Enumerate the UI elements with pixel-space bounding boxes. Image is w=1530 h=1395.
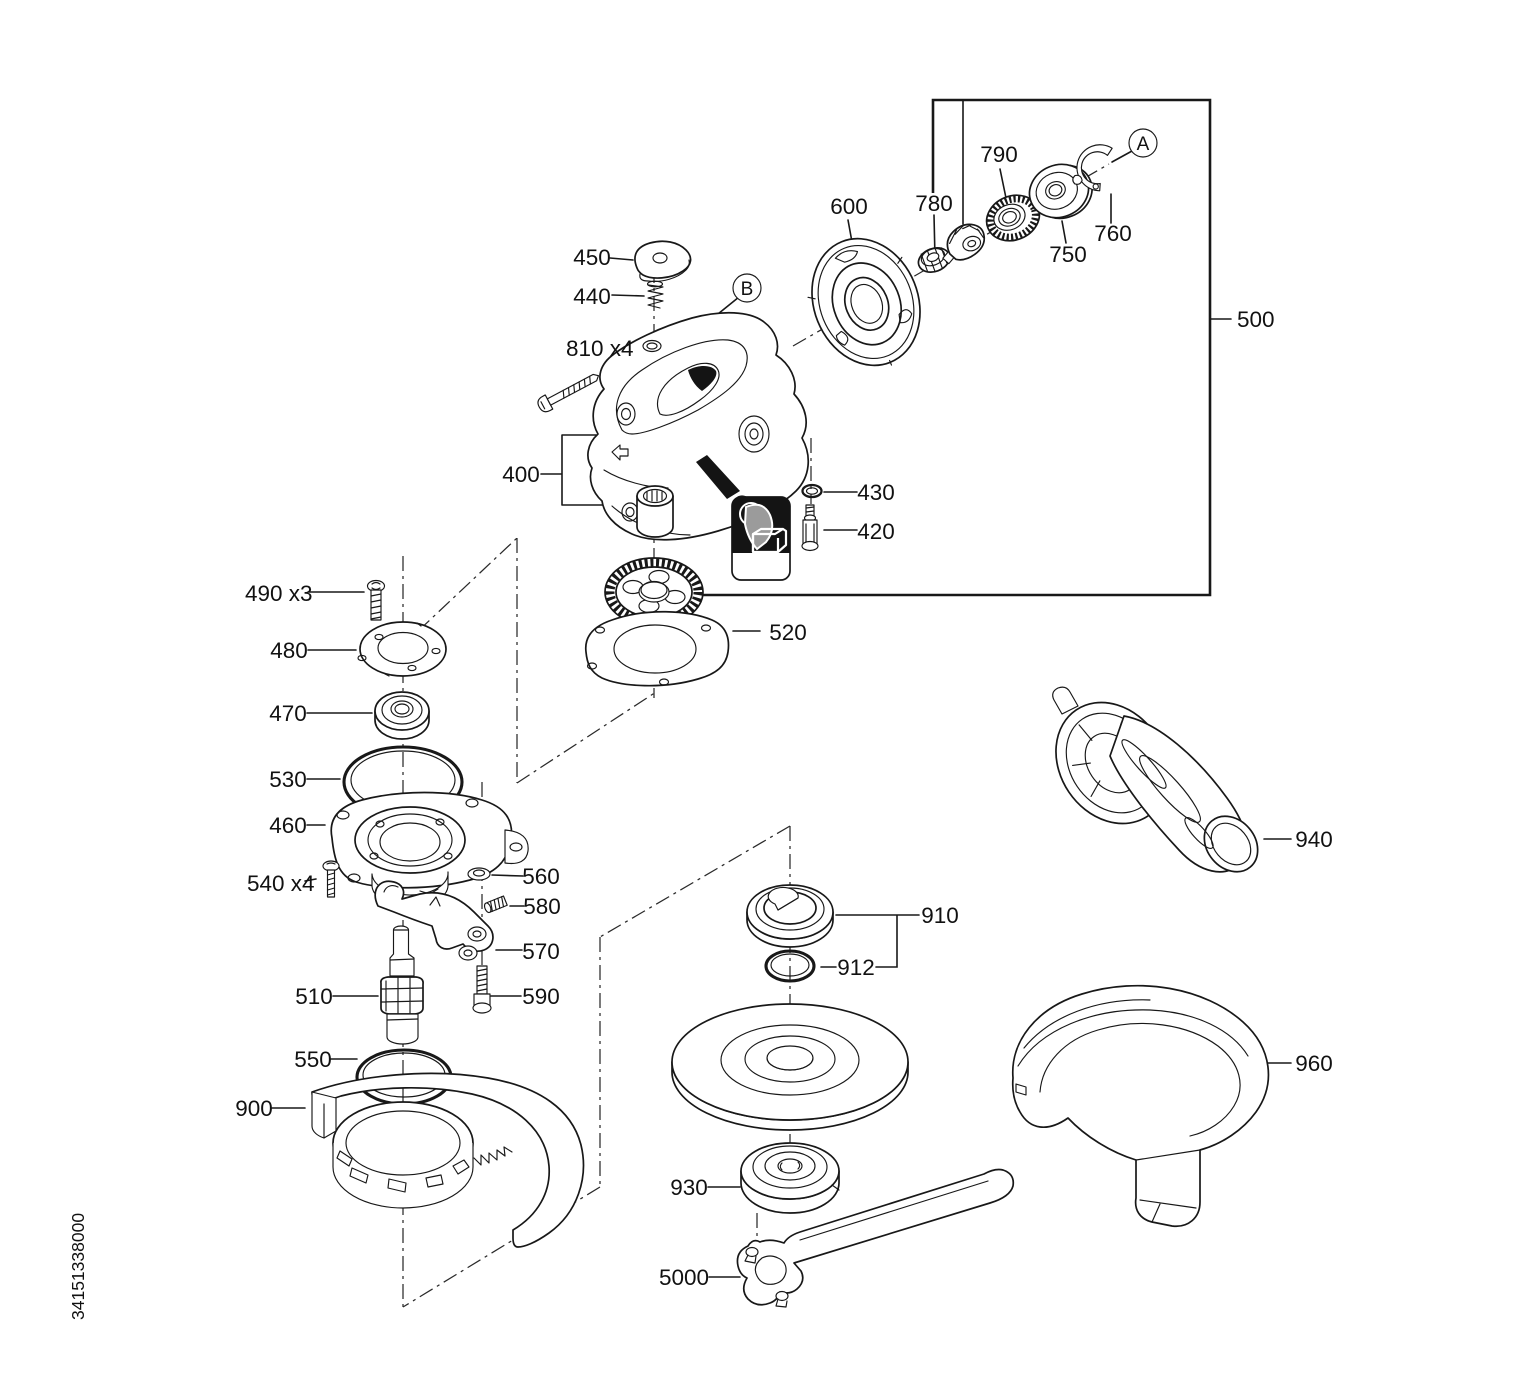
o-ring-small xyxy=(801,483,823,499)
grinding-wheel xyxy=(671,1003,909,1131)
part-label-760: 760 xyxy=(1094,221,1132,246)
lever-bolt xyxy=(472,965,492,1014)
part-label-420: 420 xyxy=(857,519,895,544)
lock-pin xyxy=(801,504,819,552)
part-label-570: 570 xyxy=(522,939,560,964)
part-label-490: 490 x3 xyxy=(245,581,313,606)
cutting-guard xyxy=(1011,984,1270,1228)
spindle-bearing xyxy=(374,691,430,740)
inner-flange xyxy=(746,884,834,948)
crown-gear xyxy=(604,557,704,627)
part-label-460: 460 xyxy=(269,813,307,838)
pin-spanner-wrench xyxy=(736,1168,1015,1308)
part-label-540: 540 x4 xyxy=(247,871,315,896)
part-label-470: 470 xyxy=(269,701,307,726)
part-label-940: 940 xyxy=(1295,827,1333,852)
document-code: 34151338000 xyxy=(68,1213,88,1320)
part-label-930: 930 xyxy=(670,1175,708,1200)
callout-B: B xyxy=(732,273,762,303)
grease-tube-icon xyxy=(739,502,788,554)
part-label-810: 810 x4 xyxy=(566,336,634,361)
part-label-550: 550 xyxy=(294,1047,332,1072)
ring-gear xyxy=(985,194,1041,242)
housing-screw xyxy=(537,373,600,413)
washer xyxy=(467,867,491,881)
bearing-retainer-plate xyxy=(357,621,447,677)
part-label-790: 790 xyxy=(980,142,1018,167)
gear-housing xyxy=(587,311,810,541)
needle-bushing xyxy=(636,485,674,538)
part-label-560: 560 xyxy=(522,864,560,889)
side-handle xyxy=(1052,686,1259,873)
callout-b-letter: B xyxy=(741,279,754,300)
grub-screw xyxy=(483,895,508,914)
bearing-plate-screw xyxy=(366,579,386,621)
callout-a-letter: A xyxy=(1137,134,1150,155)
gasket xyxy=(584,610,730,687)
o-ring-flange xyxy=(764,949,816,983)
spindle xyxy=(380,925,424,1045)
clamping-nut xyxy=(740,1142,840,1214)
part-label-910: 910 xyxy=(921,903,959,928)
part-label-400: 400 xyxy=(502,462,540,487)
air-baffle-disc xyxy=(807,237,921,367)
callout-A: A xyxy=(1128,128,1158,158)
grease-arrow-icon xyxy=(696,455,740,499)
part-label-750: 750 xyxy=(1049,242,1087,267)
wheel-guard xyxy=(311,1072,585,1248)
part-label-530: 530 xyxy=(269,767,307,792)
rotation-arrow-glyph xyxy=(611,444,629,461)
flange-screw xyxy=(322,860,340,898)
snap-ring xyxy=(1072,144,1113,192)
compression-spring xyxy=(646,280,664,309)
bearing-flange xyxy=(330,791,529,908)
clamp-lever xyxy=(374,880,494,961)
part-label-430: 430 xyxy=(857,480,895,505)
part-label-520: 520 xyxy=(769,620,807,645)
part-label-780: 780 xyxy=(915,191,953,216)
part-label-440: 440 xyxy=(573,284,611,309)
part-label-600: 600 xyxy=(830,194,868,219)
part-label-580: 580 xyxy=(523,894,561,919)
part-label-480: 480 xyxy=(270,638,308,663)
part-label-590: 590 xyxy=(522,984,560,1009)
part-label-5000: 5000 xyxy=(659,1265,709,1290)
part-label-510: 510 xyxy=(295,984,333,1009)
part-label-900: 900 xyxy=(235,1096,273,1121)
grease-note xyxy=(696,455,791,581)
part-label-500: 500 xyxy=(1237,307,1275,332)
part-label-960: 960 xyxy=(1295,1051,1333,1076)
part-label-450: 450 xyxy=(573,245,611,270)
bevel-pinion xyxy=(942,223,986,265)
labels: 450 440 810 x4 400 600 780 790 750 760 5… xyxy=(235,142,1333,1290)
part-label-912: 912 xyxy=(837,955,875,980)
spindle-lock-button xyxy=(634,240,692,283)
